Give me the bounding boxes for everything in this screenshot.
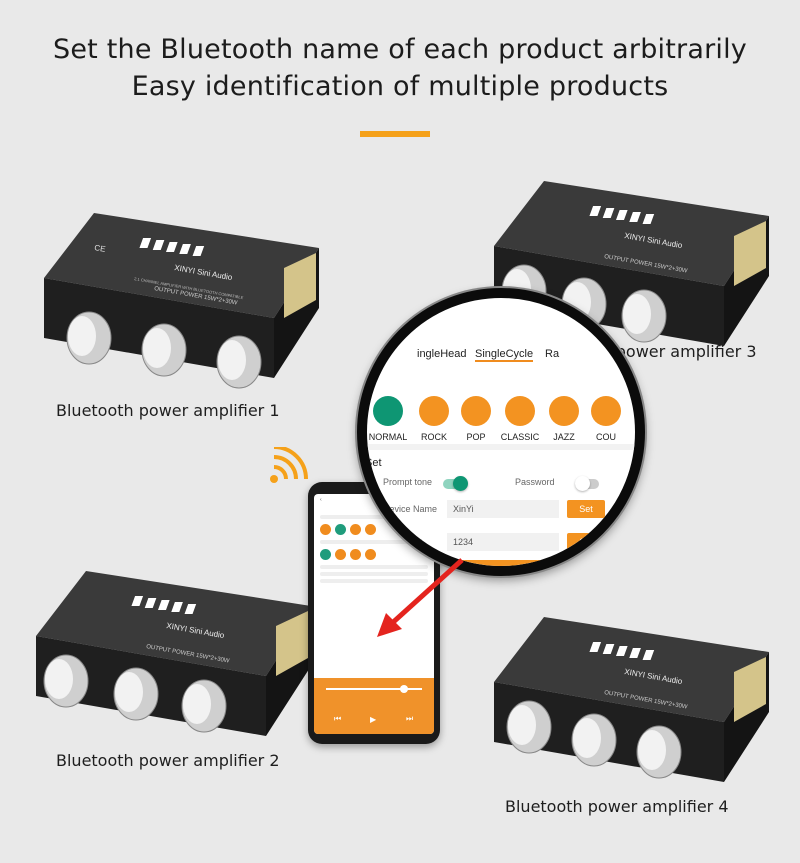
rock-hand-icon bbox=[419, 396, 449, 426]
mode-pop[interactable]: POP bbox=[451, 396, 501, 442]
tab-single-head[interactable]: ingleHead bbox=[417, 348, 467, 360]
mode-classic[interactable]: CLASSIC bbox=[495, 396, 545, 442]
magnifier-zoom: ingleHead SingleCycle Ra NORMAL ROCK POP… bbox=[357, 288, 645, 576]
tab-random[interactable]: Ra bbox=[545, 348, 560, 360]
app-bottom-bar bbox=[367, 560, 635, 566]
prompt-tone-label: Prompt tone bbox=[383, 477, 433, 487]
accent-bar bbox=[360, 131, 430, 137]
headline-line-2: Easy identification of multiple products bbox=[131, 71, 669, 102]
jazz-icon bbox=[549, 396, 579, 426]
prev-icon[interactable]: ⏮ bbox=[334, 714, 342, 723]
set-password-button[interactable]: Set bbox=[567, 533, 605, 551]
country-icon bbox=[591, 396, 621, 426]
amplifier-1: CE XINYI Sini Audio 2.1 CHANNEL AMPLIFIE… bbox=[34, 208, 324, 398]
next-icon[interactable]: ⏭ bbox=[406, 714, 414, 723]
caption-amplifier-4: Bluetooth power amplifier 4 bbox=[505, 797, 729, 816]
password-toggle-label: Password bbox=[515, 477, 555, 487]
password-field[interactable]: 1234 bbox=[447, 533, 559, 551]
device-name-label: Device Name bbox=[383, 504, 438, 514]
headline-line-1: Set the Bluetooth name of each product a… bbox=[53, 34, 747, 65]
tab-single-cycle[interactable]: SingleCycle bbox=[475, 348, 534, 362]
music-note-icon bbox=[505, 396, 535, 426]
mode-jazz[interactable]: JAZZ bbox=[539, 396, 589, 442]
phone-player-bar: ⏮ ▶ ⏭ bbox=[314, 678, 434, 734]
headphones-icon bbox=[461, 396, 491, 426]
red-arrow-icon bbox=[377, 558, 464, 637]
play-icon[interactable]: ▶ bbox=[370, 715, 377, 724]
prompt-tone-toggle[interactable] bbox=[443, 476, 468, 491]
caption-amplifier-2: Bluetooth power amplifier 2 bbox=[56, 751, 280, 770]
mode-country[interactable]: COU bbox=[581, 396, 631, 442]
set-heading: Set bbox=[365, 457, 382, 469]
mode-normal[interactable]: NORMAL bbox=[367, 396, 413, 442]
amplifier-2: XINYI Sini Audio OUTPUT POWER 15W*2+30W bbox=[26, 566, 316, 756]
smartphone: ‹ ⏮ ▶ ⏭ bbox=[308, 482, 440, 744]
password-toggle[interactable] bbox=[575, 476, 599, 491]
password-label: Password bbox=[383, 538, 423, 548]
normal-icon bbox=[373, 396, 403, 426]
wifi-signal-icon bbox=[270, 447, 308, 483]
svg-text:CE: CE bbox=[94, 243, 107, 254]
device-name-field[interactable]: XinYi bbox=[447, 500, 559, 518]
mode-rock[interactable]: ROCK bbox=[409, 396, 459, 442]
phone-status: ‹ bbox=[320, 497, 322, 503]
divider bbox=[367, 444, 635, 450]
amplifier-4: XINYI Sini Audio OUTPUT POWER 15W*2+30W bbox=[484, 612, 774, 802]
caption-amplifier-1: Bluetooth power amplifier 1 bbox=[56, 401, 280, 420]
set-device-name-button[interactable]: Set bbox=[567, 500, 605, 518]
